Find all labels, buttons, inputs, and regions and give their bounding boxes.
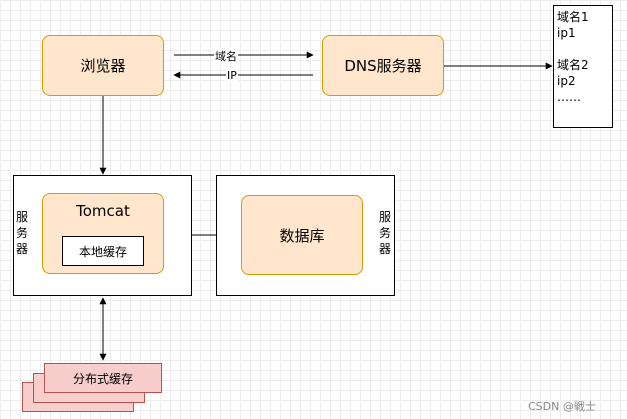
dns-server-label: DNS服务器 (344, 57, 422, 75)
dns-table-lines: 域名1 ip1 域名2 ip2 …… (557, 9, 612, 105)
distributed-cache-node: 分布式缓存 (44, 363, 162, 393)
browser-node: 浏览器 (42, 35, 164, 96)
database-node: 数据库 (241, 195, 363, 275)
dns-table-spacer (557, 41, 612, 57)
watermark: CSDN @戦士 (528, 400, 596, 413)
local-cache-label: 本地缓存 (78, 244, 127, 259)
tomcat-label: Tomcat (76, 202, 130, 220)
dns-table-line: …… (557, 90, 581, 104)
edge-label-ip: IP (226, 69, 238, 82)
server-left-label: 服 务 器 (15, 210, 28, 256)
edge-label-domain: 域名 (214, 48, 238, 64)
dns-table-line: ip1 (557, 26, 576, 40)
distributed-cache-label: 分布式缓存 (72, 371, 133, 386)
dns-table-line: 域名2 (557, 58, 589, 72)
dns-server-node: DNS服务器 (322, 35, 444, 96)
dns-table-line: ip2 (557, 74, 576, 88)
dns-table-line: 域名1 (557, 10, 589, 24)
database-label: 数据库 (279, 226, 325, 245)
dns-table: 域名1 ip1 域名2 ip2 …… (553, 5, 613, 128)
server-right-label: 服 务 器 (378, 210, 391, 256)
local-cache-node: 本地缓存 (62, 236, 144, 266)
browser-label: 浏览器 (80, 57, 126, 75)
